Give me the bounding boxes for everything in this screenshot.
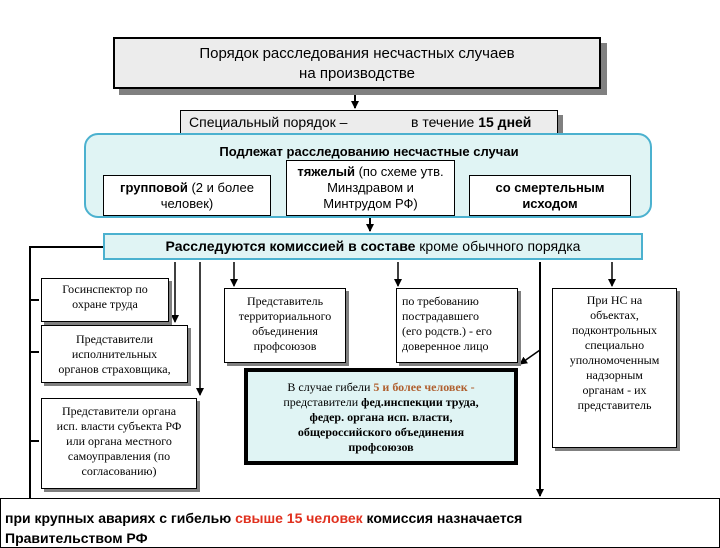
bottom-line-1: при крупных авариях с гибелью свыше 15 ч… (5, 508, 719, 528)
member-line: территориального (238, 309, 332, 323)
member-line: подконтрольных (571, 323, 657, 337)
term-days: 15 дней (478, 114, 532, 130)
death5-line-2b: фед.инспекции труда, (361, 395, 479, 409)
member-line: Представители (75, 332, 154, 346)
member-line: исполнительных (71, 347, 158, 361)
member-line: специально (584, 338, 645, 352)
member-supervisory-rep: При НС на объектах, подконтрольных специ… (552, 288, 677, 448)
member-line: самоуправления (по (67, 449, 171, 463)
major-accident-note: при крупных авариях с гибелью свыше 15 ч… (0, 498, 720, 548)
member-line: Представители органа (61, 404, 177, 418)
member-line: по требованию (402, 294, 479, 308)
category-heavy-line-2: Минздравом и (327, 180, 414, 195)
diagram-title: Порядок расследования несчастных случаев… (113, 37, 601, 89)
connector-left-branch (29, 246, 104, 498)
death5-line-2a: представители (283, 395, 362, 409)
member-line: или органа местного (66, 434, 172, 448)
member-regional-authority-reps: Представители органа исп. власти субъект… (41, 398, 197, 489)
commission-bold: Расследуются комиссией в составе (165, 238, 416, 254)
death5-prefix: В случае гибели (287, 380, 374, 394)
title-line-2: на производстве (299, 65, 415, 82)
category-fatal-line-1: со смертельным (495, 180, 605, 195)
commission-rest: кроме обычного порядка (415, 238, 581, 254)
bottom-red: свыше 15 человек (235, 510, 363, 526)
member-line: органам - их (582, 383, 647, 397)
death5-line-5: профсоюзов (348, 440, 414, 454)
bottom-line-2: Правительством РФ (5, 530, 148, 546)
member-line: согласованию) (81, 464, 157, 478)
category-heavy-line-1: тяжелый (по схеме утв. (287, 164, 454, 180)
special-procedure-box: Специальный порядок – в течение 15 дней (180, 110, 558, 134)
member-line: исп. власти субъекта РФ (56, 419, 182, 433)
panel-heading: Подлежат расследованию несчастные случаи (219, 144, 519, 159)
special-procedure-term: в течение 15 дней (411, 111, 531, 133)
category-group-line-2: человек) (160, 196, 214, 211)
bottom-post: комиссия назначается (362, 510, 523, 526)
five-or-more-deaths-box: В случае гибели 5 и более человек - пред… (244, 368, 518, 465)
category-fatal: со смертельным исходом (469, 175, 631, 216)
member-line: Представитель (246, 294, 324, 308)
arrow-to-death5 (519, 349, 541, 365)
death5-accent: 5 и более человек (373, 380, 468, 394)
member-line: объединения (252, 324, 318, 338)
member-line: При НС на (586, 293, 643, 307)
member-labor-inspector: Госинспектор по охране труда (41, 278, 169, 322)
member-line: органов страховщика, (58, 362, 171, 376)
death5-line-4: общероссийского объединения (297, 425, 465, 439)
member-insurer-reps: Представители исполнительных органов стр… (41, 325, 188, 383)
category-group-line-1: групповой (2 и более (104, 180, 270, 196)
member-line: объектах, (590, 308, 639, 322)
term-prefix: в течение (411, 114, 479, 130)
member-victim-proxy: по требованию пострадавшего (его родств.… (396, 288, 518, 363)
category-group-bold: групповой (120, 180, 188, 195)
member-line: (его родств.) - его (402, 324, 492, 338)
member-line: Госинспектор по (62, 282, 148, 296)
member-line: надзорным (586, 368, 643, 382)
member-line: уполномоченным (569, 353, 660, 367)
category-group: групповой (2 и более человек) (103, 175, 271, 216)
member-line: охране труда (72, 297, 138, 311)
category-group-rest: (2 и более (187, 180, 254, 195)
special-procedure-label: Специальный порядок – (189, 114, 348, 130)
commission-banner: Расследуются комиссией в составе кроме о… (103, 233, 643, 260)
death5-line-3: федер. органа исп. власти, (309, 410, 453, 424)
member-trade-union-rep: Представитель территориального объединен… (224, 288, 346, 363)
member-line: пострадавшего (402, 309, 480, 323)
bottom-pre: при крупных авариях с гибелью (5, 510, 236, 526)
title-line-1: Порядок расследования несчастных случаев (199, 45, 515, 62)
death5-dash: - (467, 380, 475, 394)
member-line: профсоюзов (253, 339, 317, 353)
member-line: представитель (577, 398, 652, 412)
category-heavy-rest: (по схеме утв. (354, 164, 444, 179)
category-fatal-line-2: исходом (522, 196, 578, 211)
category-heavy-bold: тяжелый (297, 164, 355, 179)
death5-line-2: представители фед.инспекции труда, (248, 395, 514, 410)
death5-line-1: В случае гибели 5 и более человек - (248, 380, 514, 395)
category-heavy-line-3: Минтрудом РФ) (323, 196, 418, 211)
member-line: доверенное лицо (402, 339, 489, 353)
category-heavy: тяжелый (по схеме утв. Минздравом и Минт… (286, 160, 455, 216)
